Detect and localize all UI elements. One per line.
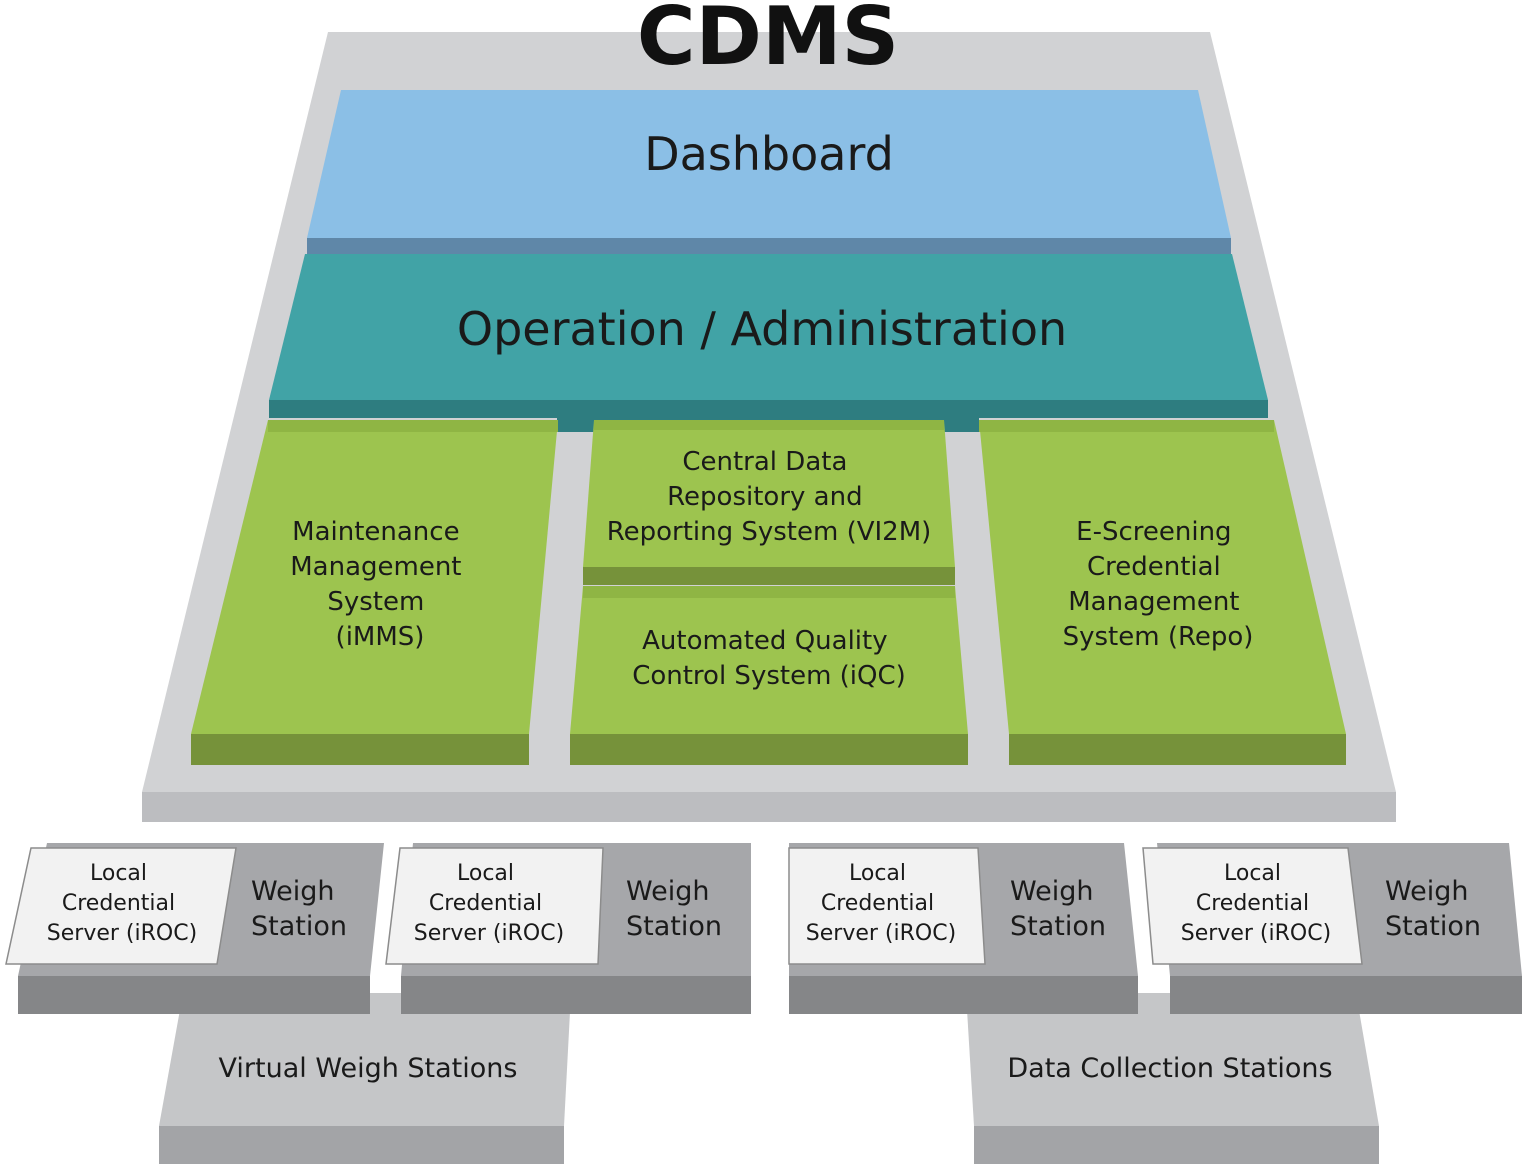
server-line: Credential [62,891,175,916]
station-line: Station [626,911,722,942]
collection-group-top [966,993,1379,1126]
qc-edge [570,734,968,765]
server-label: Local Credential Server (iROC) [1181,861,1331,946]
mms-edge [191,734,529,765]
mms-line: Maintenance [292,517,459,547]
group-virtual-weigh-stations: Virtual Weigh Stations [159,993,571,1164]
virtual-group-edge [159,1126,564,1164]
server-line: Local [1224,861,1281,886]
group-data-collection-stations: Data Collection Stations [966,993,1379,1164]
server-line: Local [457,861,514,886]
station-label: Weigh Station [1010,876,1106,942]
server-card [5,847,237,965]
mms-top [191,420,558,734]
module-escreening: E-Screening Credential Management System… [979,420,1346,765]
weigh-station: Local Credential Server (iROC) Weigh Sta… [385,843,751,1014]
station-edge [18,976,370,1014]
station-line: Station [1010,911,1106,942]
repository-top [583,420,955,567]
station-edge [789,976,1138,1014]
operation-layer: Operation / Administration [269,254,1268,432]
escreening-edge [1009,734,1346,765]
dashboard-edge [307,238,1231,256]
qc-line: Control System (iQC) [632,661,906,691]
repository-label: Central Data Repository and Reporting Sy… [607,447,932,547]
virtual-group-label: Virtual Weigh Stations [219,1053,518,1084]
station-line: Weigh [1010,876,1093,907]
server-line: Local [90,861,147,886]
weigh-station: Local Credential Server (iROC) Weigh Sta… [5,843,384,1014]
repository-line: Reporting System (VI2M) [607,517,932,547]
qc-rim [583,586,955,598]
server-line: Credential [821,891,934,916]
operation-label: Operation / Administration [457,302,1067,356]
operation-edge [269,400,1268,418]
escreening-line: E-Screening [1076,517,1231,547]
mms-line: (iMMS) [336,622,425,652]
escreening-line: Credential [1087,552,1221,582]
repository-edge [583,567,955,585]
operation-top [269,254,1268,400]
escreening-label: E-Screening Credential Management System… [1063,517,1254,652]
escreening-line: System (Repo) [1063,622,1254,652]
server-line: Credential [1196,891,1309,916]
station-label: Weigh Station [251,876,347,942]
server-line: Server (iROC) [47,921,197,946]
server-line: Server (iROC) [806,921,956,946]
server-line: Server (iROC) [414,921,564,946]
mms-label: Maintenance Management System (iMMS) [290,517,470,652]
mms-line: Management [290,552,461,582]
station-line: Weigh [1385,876,1468,907]
mms-line: System [327,587,424,617]
server-label: Local Credential Server (iROC) [414,861,564,946]
server-card [385,847,604,965]
server-card [1142,847,1363,965]
station-line: Station [251,911,347,942]
qc-top [570,586,968,734]
server-card [788,847,986,965]
dashboard-layer: Dashboard [307,90,1231,256]
escreening-top [979,420,1346,734]
repository-line: Central Data [682,447,847,477]
qc-label: Automated Quality Control System (iQC) [632,626,906,691]
collection-group-edge [974,1126,1379,1164]
repository-line: Repository and [667,482,862,512]
station-edge [1170,976,1522,1014]
weigh-station: Local Credential Server (iROC) Weigh Sta… [1142,843,1522,1014]
server-line: Credential [429,891,542,916]
virtual-group-top [159,993,571,1126]
module-mms: Maintenance Management System (iMMS) [191,420,558,765]
station-edge [401,976,751,1014]
repository-rim [594,420,944,430]
qc-line: Automated Quality [642,626,888,656]
module-qc: Automated Quality Control System (iQC) [570,586,968,765]
server-line: Server (iROC) [1181,921,1331,946]
station-line: Weigh [251,876,334,907]
dashboard-label: Dashboard [644,127,894,181]
escreening-line: Management [1068,587,1239,617]
platform-edge [142,792,1396,822]
station-label: Weigh Station [1385,876,1481,942]
station-label: Weigh Station [626,876,722,942]
diagram-title: CDMS [637,0,899,83]
collection-group-label: Data Collection Stations [1007,1053,1332,1084]
station-line: Station [1385,911,1481,942]
server-line: Local [849,861,906,886]
server-label: Local Credential Server (iROC) [806,861,956,946]
module-repository: Central Data Repository and Reporting Sy… [583,420,955,585]
dashboard-top [307,90,1231,238]
escreening-rim [979,420,1274,432]
mms-rim [268,420,558,432]
server-label: Local Credential Server (iROC) [47,861,197,946]
weigh-station: Local Credential Server (iROC) Weigh Sta… [788,843,1138,1014]
station-line: Weigh [626,876,709,907]
